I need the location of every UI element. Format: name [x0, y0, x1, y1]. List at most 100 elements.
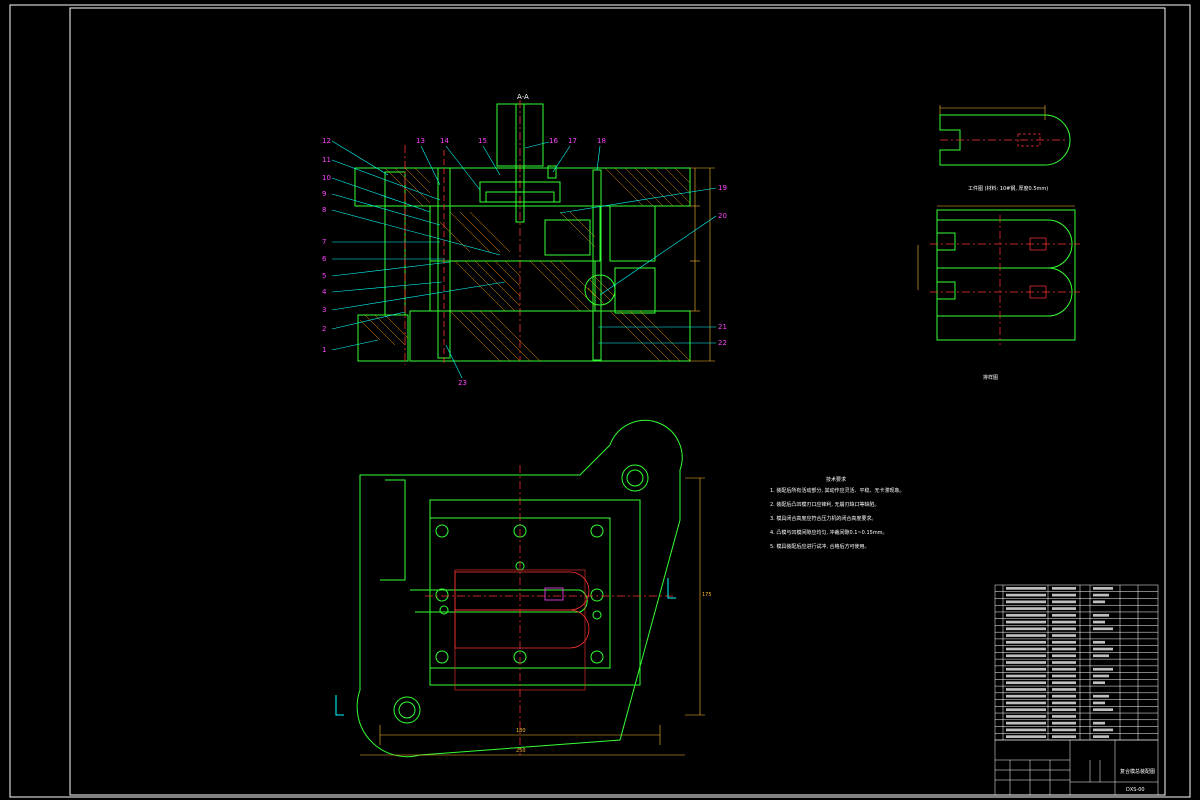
- dim-overall: 250: [516, 748, 526, 754]
- parts-list-cell-text: [1006, 667, 1046, 671]
- callout-12: 12: [322, 137, 331, 145]
- parts-list: [994, 584, 1159, 741]
- plan-view: 180 250 175: [335, 419, 712, 758]
- parts-list-cell-text: [1052, 694, 1076, 698]
- parts-list-cell-text: [1006, 593, 1046, 597]
- parts-list-cell-text: [1093, 593, 1109, 597]
- parts-list-cell-text: [1093, 613, 1109, 617]
- parts-list-cell-text: [1006, 620, 1046, 624]
- parts-list-cell-text: [1006, 735, 1046, 738]
- parts-list-cell-text: [1052, 715, 1076, 718]
- parts-list-cell-text: [1052, 600, 1076, 604]
- parts-list-cell-text: [1052, 593, 1076, 597]
- drawing-number: DXS-00: [1126, 787, 1145, 793]
- callout-18: 18: [597, 137, 606, 145]
- upper-plate-hatch: [384, 167, 691, 207]
- parts-list-cell-text: [1093, 674, 1109, 678]
- callout-10: 10: [322, 174, 331, 182]
- section-cut-marks: [335, 578, 676, 716]
- parts-list-cell-text: [1052, 701, 1076, 705]
- parts-list-cell-text: [1006, 681, 1046, 685]
- parts-list-cell-text: [1052, 735, 1076, 738]
- outer-border: [9, 4, 1191, 798]
- parts-list-cell-text: [1052, 620, 1076, 624]
- callout-1: 1: [322, 346, 326, 354]
- strip-layout-view: 排样图: [917, 205, 1080, 381]
- callout-19: 19: [718, 184, 727, 192]
- callouts-right: 19 20 21 22: [718, 184, 727, 347]
- dim-width: 180: [516, 728, 526, 734]
- callout-21: 21: [718, 323, 727, 331]
- section-dimensions: [690, 167, 715, 362]
- callouts-left: 12 11 10 9 8 7 6 5 4 3 2 1: [322, 137, 331, 354]
- callout-17: 17: [568, 137, 577, 145]
- parts-list-cell-text: [1093, 694, 1109, 698]
- parts-list-cell-text: [1093, 587, 1113, 590]
- title-block: [994, 739, 1159, 796]
- parts-list-cell-text: [1052, 613, 1076, 617]
- tech-req-item-2: 2. 装配后凸凹模刃口应锋利, 无崩刃缺口等缺陷。: [770, 501, 880, 508]
- parts-list-cell-text: [1052, 587, 1076, 590]
- callout-14: 14: [440, 137, 449, 145]
- parts-list-cell-text: [1006, 627, 1046, 631]
- parts-list-cell-text: [1093, 681, 1105, 685]
- lower-plate-hatch: [449, 310, 691, 362]
- parts-list-cell-text: [1006, 600, 1046, 604]
- callout-2: 2: [322, 325, 326, 333]
- tech-req-item-5: 5. 模具装配后应进行试冲, 合格后方可使用。: [770, 543, 870, 550]
- callout-15: 15: [478, 137, 487, 145]
- callout-20: 20: [718, 212, 727, 220]
- callout-23: 23: [458, 379, 467, 387]
- parts-list-cell-text: [1052, 728, 1076, 732]
- callout-5: 5: [322, 272, 326, 280]
- parts-list-cell-text: [1006, 613, 1046, 617]
- callout-16: 16: [549, 137, 558, 145]
- parts-list-cell-text: [1093, 701, 1105, 705]
- parts-list-cell-text: [1093, 667, 1113, 671]
- parts-list-cell-text: [1093, 708, 1113, 712]
- leaders-right: [559, 187, 717, 344]
- tech-req-item-4: 4. 凸模与凹模间隙应均匀, 冲裁间隙0.1~0.15mm。: [770, 529, 888, 536]
- parts-list-cell-text: [1093, 735, 1109, 738]
- parts-list-cell-text: [1052, 647, 1076, 651]
- parts-list-cell-text: [1006, 688, 1046, 691]
- parts-list-cell-text: [1052, 721, 1076, 725]
- part-view: 工件图 (材料: 10#钢, 厚度0.5mm): [939, 105, 1071, 192]
- callout-4: 4: [322, 288, 327, 296]
- callout-8: 8: [322, 206, 326, 214]
- callouts-top: 13 14 15 16 17 18: [416, 137, 606, 145]
- plan-dimensions: [360, 477, 705, 756]
- inner-border: [69, 7, 1166, 796]
- parts-list-cell-text: [1052, 708, 1076, 712]
- parts-list-cell-text: [1052, 654, 1076, 658]
- parts-list-cell-text: [1093, 728, 1113, 732]
- layout-caption: 排样图: [983, 374, 998, 381]
- parts-list-cell-text: [1052, 661, 1076, 664]
- technical-requirements: 技术要求 1. 装配后所有活动部分, 其动作应灵活、平稳、无卡滞现象。 2. 装…: [770, 476, 905, 550]
- section-mark: A-A: [517, 93, 529, 101]
- leaders-left: [331, 140, 506, 351]
- parts-list-cell-text: [1006, 634, 1046, 637]
- parts-list-cell-text: [1006, 674, 1046, 678]
- callout-22: 22: [718, 339, 727, 347]
- punch-holder-hatch: [439, 211, 596, 253]
- leaders-top: [420, 141, 601, 191]
- parts-list-cell-text: [1052, 667, 1076, 671]
- drawing-name: 复合模总装配图: [1120, 768, 1155, 775]
- parts-list-cell-text: [1052, 688, 1076, 691]
- callout-7: 7: [322, 238, 326, 246]
- dim-height: 175: [702, 592, 712, 598]
- parts-list-cell-text: [1006, 661, 1046, 664]
- die-block-hatch: [454, 260, 596, 312]
- tech-req-item-3: 3. 模具闭合高度应符合压力机的闭合高度要求。: [770, 515, 876, 522]
- parts-list-cell-text: [1052, 640, 1076, 644]
- parts-list-cell-text: [1093, 647, 1113, 651]
- parts-list-cell-text: [1006, 715, 1046, 718]
- parts-list-cell-text: [1052, 627, 1076, 631]
- parts-list-cell-text: [1006, 721, 1046, 725]
- screw-holes: [435, 524, 604, 664]
- parts-list-fill: [1006, 587, 1113, 738]
- parts-list-cell-text: [1006, 587, 1046, 590]
- tech-req-item-1: 1. 装配后所有活动部分, 其动作应灵活、平稳、无卡滞现象。: [770, 487, 905, 494]
